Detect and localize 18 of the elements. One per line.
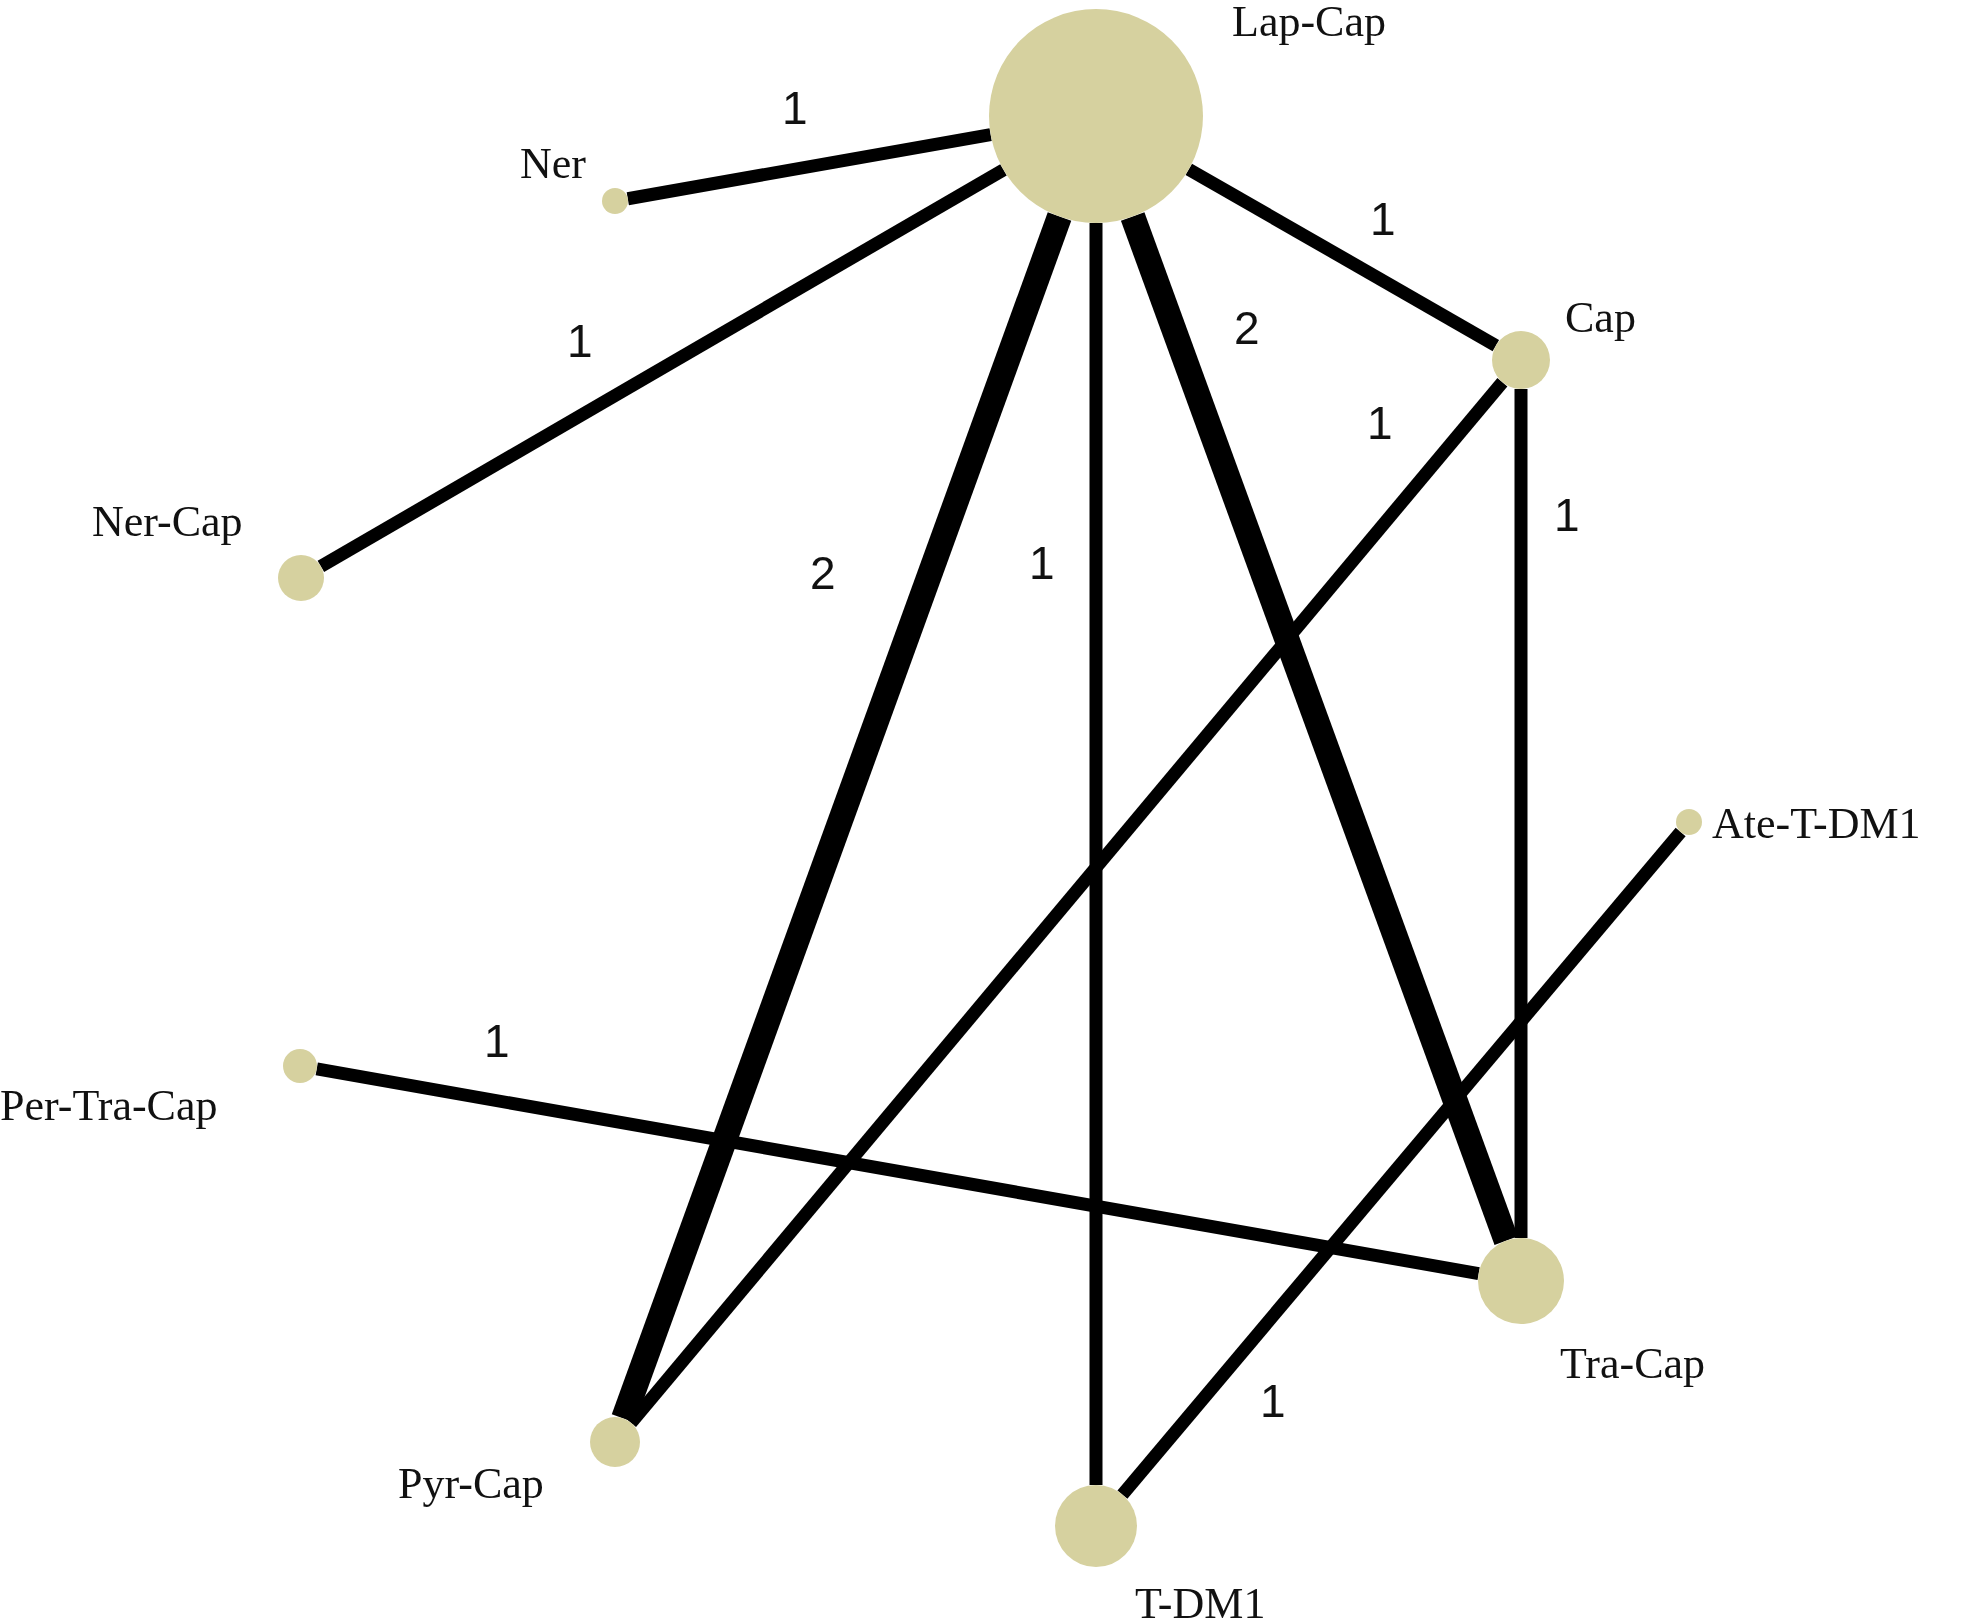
network-link xyxy=(1089,223,1103,1485)
network-link xyxy=(315,1062,1480,1280)
network-link xyxy=(1120,212,1518,1245)
node-label: Per-Tra-Cap xyxy=(0,1084,218,1128)
network-link xyxy=(1185,163,1500,352)
network-link xyxy=(317,164,1007,573)
network-link xyxy=(626,378,1508,1427)
node-label: T-DM1 xyxy=(1135,1582,1266,1624)
node-label: Pyr-Cap xyxy=(398,1462,544,1506)
node-label: Ner xyxy=(520,142,586,186)
network-link xyxy=(1117,827,1686,1499)
node-label: Lap-Cap xyxy=(1232,0,1386,44)
node-label: Ner-Cap xyxy=(92,500,243,544)
network-link xyxy=(1514,389,1528,1238)
node-label: Tra-Cap xyxy=(1560,1342,1706,1386)
node-label: Ate-T-DM1 xyxy=(1712,802,1921,846)
network-link xyxy=(626,128,992,206)
node-label: Cap xyxy=(1565,296,1636,340)
